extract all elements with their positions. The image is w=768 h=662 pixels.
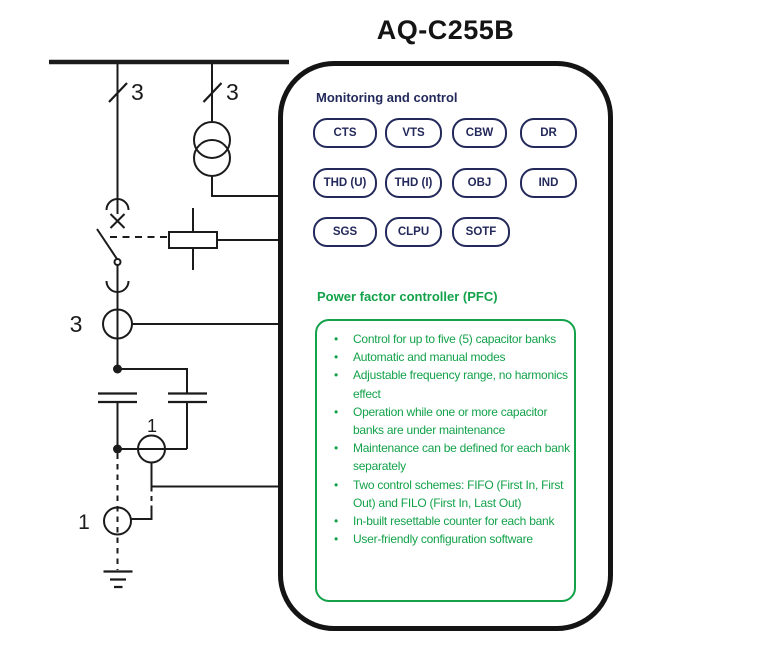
disconnector-blade-icon [96,228,118,260]
voltage-transformer-icon [193,121,231,159]
function-chip-dr: DR [520,118,577,148]
function-chip-thd-i: THD (I) [385,168,442,198]
pfc-feature-item: Adjustable frequency range, no harmonics… [317,366,572,402]
capacitor-ct-phase-label: 1 [147,416,157,436]
breaker-contact-icon [109,213,126,229]
function-chip-vts: VTS [385,118,442,148]
function-chip-sotf: SOTF [452,217,510,247]
pfc-feature-box: Control for up to five (5) capacitor ban… [315,319,576,602]
function-chip-obj: OBJ [452,168,507,198]
drawout-contact-bottom-icon [105,280,130,293]
pfc-feature-item: User-friendly configuration software [317,530,572,548]
capacitor-leads [116,402,188,449]
pfc-heading: Power factor controller (PFC) [317,289,498,304]
capacitor-ct-wire-to-relay [150,462,290,488]
function-chip-sgs: SGS [313,217,377,247]
monitoring-heading: Monitoring and control [316,90,458,105]
pfc-feature-item: Two control schemes: FIFO (First In, Fir… [317,476,572,512]
capacitor-icon [168,392,207,404]
relay-device-panel: Monitoring and control CTS VTS CBW DR TH… [278,61,613,631]
function-chip-cts: CTS [313,118,377,148]
unbalance-ct-icon [103,506,132,536]
function-chip-ind: IND [520,168,577,198]
capacitor-icon [98,392,137,404]
three-phase-slash-icon [108,82,128,103]
drawout-contact-top-icon [105,198,130,211]
function-chip-clpu: CLPU [385,217,442,247]
pfc-feature-item: Maintenance can be defined for each bank… [317,439,572,475]
capacitor-branch-link [117,368,188,394]
blade-pivot-icon [113,258,122,266]
three-phase-slash-icon [202,82,223,103]
pfc-feature-list: Control for up to five (5) capacitor ban… [317,321,574,549]
earth-ground-icon [103,570,133,589]
function-chip-cbw: CBW [452,118,507,148]
ct-phase-label: 3 [70,311,83,337]
operating-mechanism-icon [168,231,218,249]
feeder-phase-label: 3 [131,79,144,105]
unbalance-link-elbow [131,506,153,520]
device-title: AQ-C255B [376,15,515,45]
pfc-feature-item: In-built resettable counter for each ban… [317,512,572,530]
pfc-feature-item: Control for up to five (5) capacitor ban… [317,330,572,348]
pfc-feature-item: Automatic and manual modes [317,348,572,366]
unbalance-ct-phase-label: 1 [78,511,90,534]
vt-phase-label: 3 [226,79,239,105]
function-chip-thd-u: THD (U) [313,168,377,198]
vt-wire-to-relay [211,176,290,197]
pfc-feature-item: Operation while one or more capacitor ba… [317,403,572,439]
